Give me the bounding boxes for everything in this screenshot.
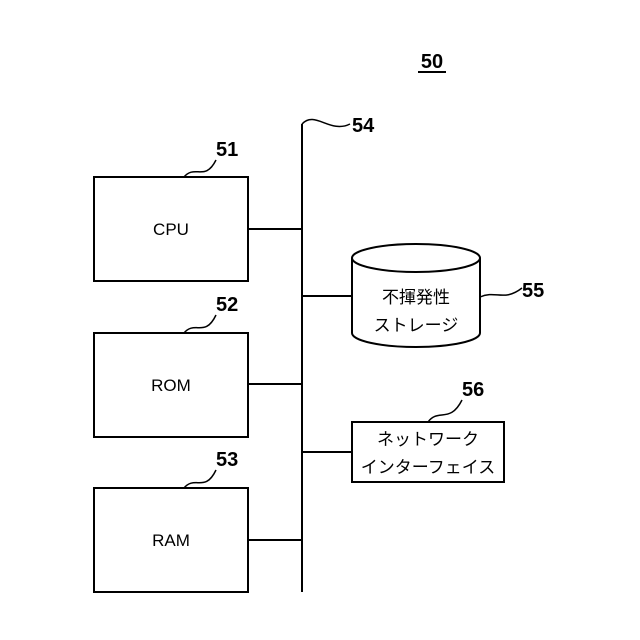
network-ref: 56	[462, 379, 484, 401]
rom-leader	[184, 315, 216, 333]
cpu-label: CPU	[153, 220, 189, 239]
storage-block: 不揮発性 ストレージ 55	[302, 244, 544, 347]
rom-ref: 52	[216, 294, 238, 316]
storage-ref: 55	[522, 280, 544, 302]
bus-ref: 54	[352, 115, 375, 137]
network-label-line2: インターフェイス	[361, 458, 495, 478]
network-block: ネットワーク インターフェイス 56	[302, 379, 504, 482]
bus-leader	[302, 119, 350, 126]
rom-label: ROM	[151, 376, 191, 395]
storage-leader	[480, 288, 522, 297]
storage-cylinder-top	[352, 244, 480, 272]
cpu-leader	[184, 160, 216, 177]
storage-label-line1: 不揮発性	[382, 288, 450, 308]
ram-label: RAM	[152, 531, 190, 550]
network-label-line1: ネットワーク	[377, 430, 479, 450]
cpu-ref: 51	[216, 139, 238, 161]
storage-label-line2: ストレージ	[374, 316, 459, 336]
figure-number: 50	[421, 51, 443, 73]
ram-ref: 53	[216, 449, 238, 471]
ram-leader	[184, 470, 216, 488]
ram-block: RAM 53	[94, 449, 302, 592]
network-leader	[428, 400, 462, 422]
rom-block: ROM 52	[94, 294, 302, 437]
cpu-block: CPU 51	[94, 139, 302, 281]
